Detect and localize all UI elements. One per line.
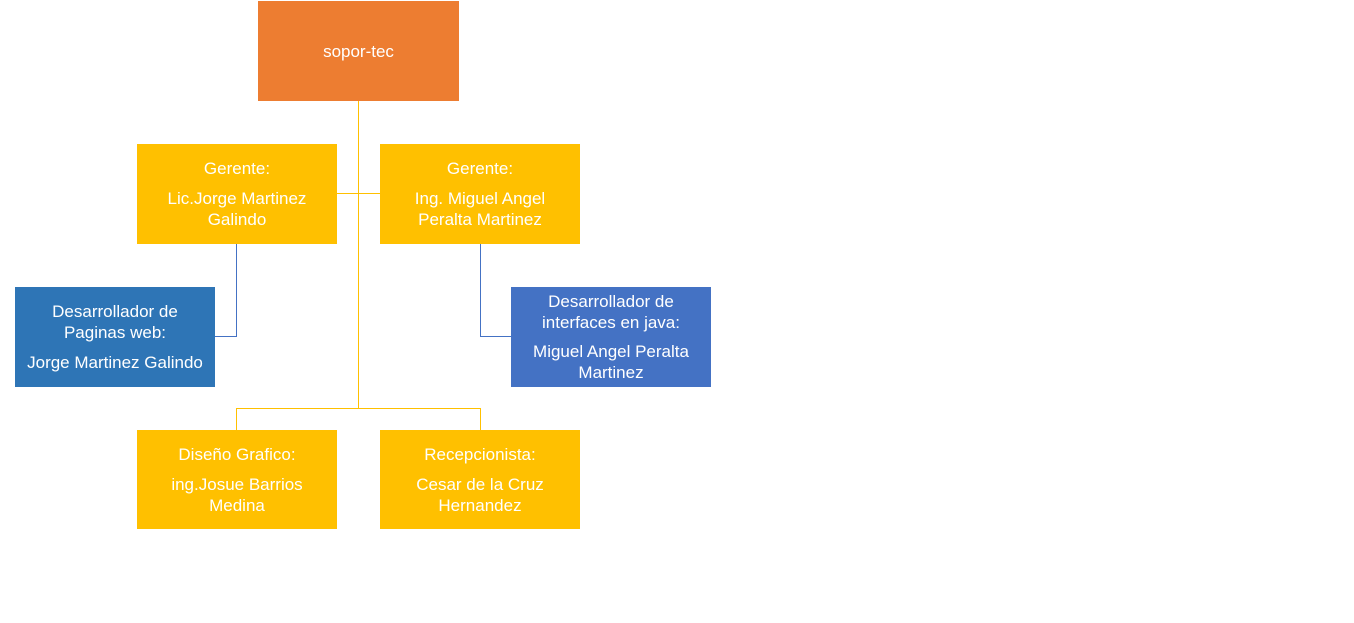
connector-dev-right	[480, 244, 511, 337]
node-reception: Recepcionista: Cesar de la Cruz Hernande…	[380, 430, 580, 529]
connector-dev-left	[215, 244, 237, 337]
node-name: Ing. Miguel Angel Peralta Martinez	[414, 189, 546, 229]
node-dev-left: Desarrollador de Paginas web: Jorge Mart…	[15, 287, 215, 387]
node-manager-right: Gerente: Ing. Miguel Angel Peralta Marti…	[380, 144, 580, 244]
node-role: Desarrollador de interfaces en java:	[542, 292, 680, 332]
node-root-title: sopor-tec	[323, 41, 394, 61]
node-manager-left: Gerente: Lic.Jorge Martinez Galindo	[137, 144, 337, 244]
node-name: Cesar de la Cruz Hernandez	[416, 474, 544, 515]
node-name: ing.Josue Barrios Medina	[171, 474, 303, 515]
node-role: Gerente:	[446, 159, 514, 178]
node-root: sopor-tec	[258, 1, 459, 101]
node-name: Jorge Martinez Galindo	[27, 353, 203, 372]
node-dev-right: Desarrollador de interfaces en java: Mig…	[511, 287, 711, 387]
node-role: Recepcionista:	[424, 444, 536, 464]
node-role: Desarrollador de Paginas web:	[52, 302, 178, 342]
node-role: Gerente:	[203, 159, 271, 178]
node-design: Diseño Grafico: ing.Josue Barrios Medina	[137, 430, 337, 529]
node-name: Miguel Angel Peralta Martinez	[533, 342, 689, 382]
node-name: Lic.Jorge Martinez Galindo	[167, 189, 307, 229]
node-role: Diseño Grafico:	[178, 444, 296, 464]
